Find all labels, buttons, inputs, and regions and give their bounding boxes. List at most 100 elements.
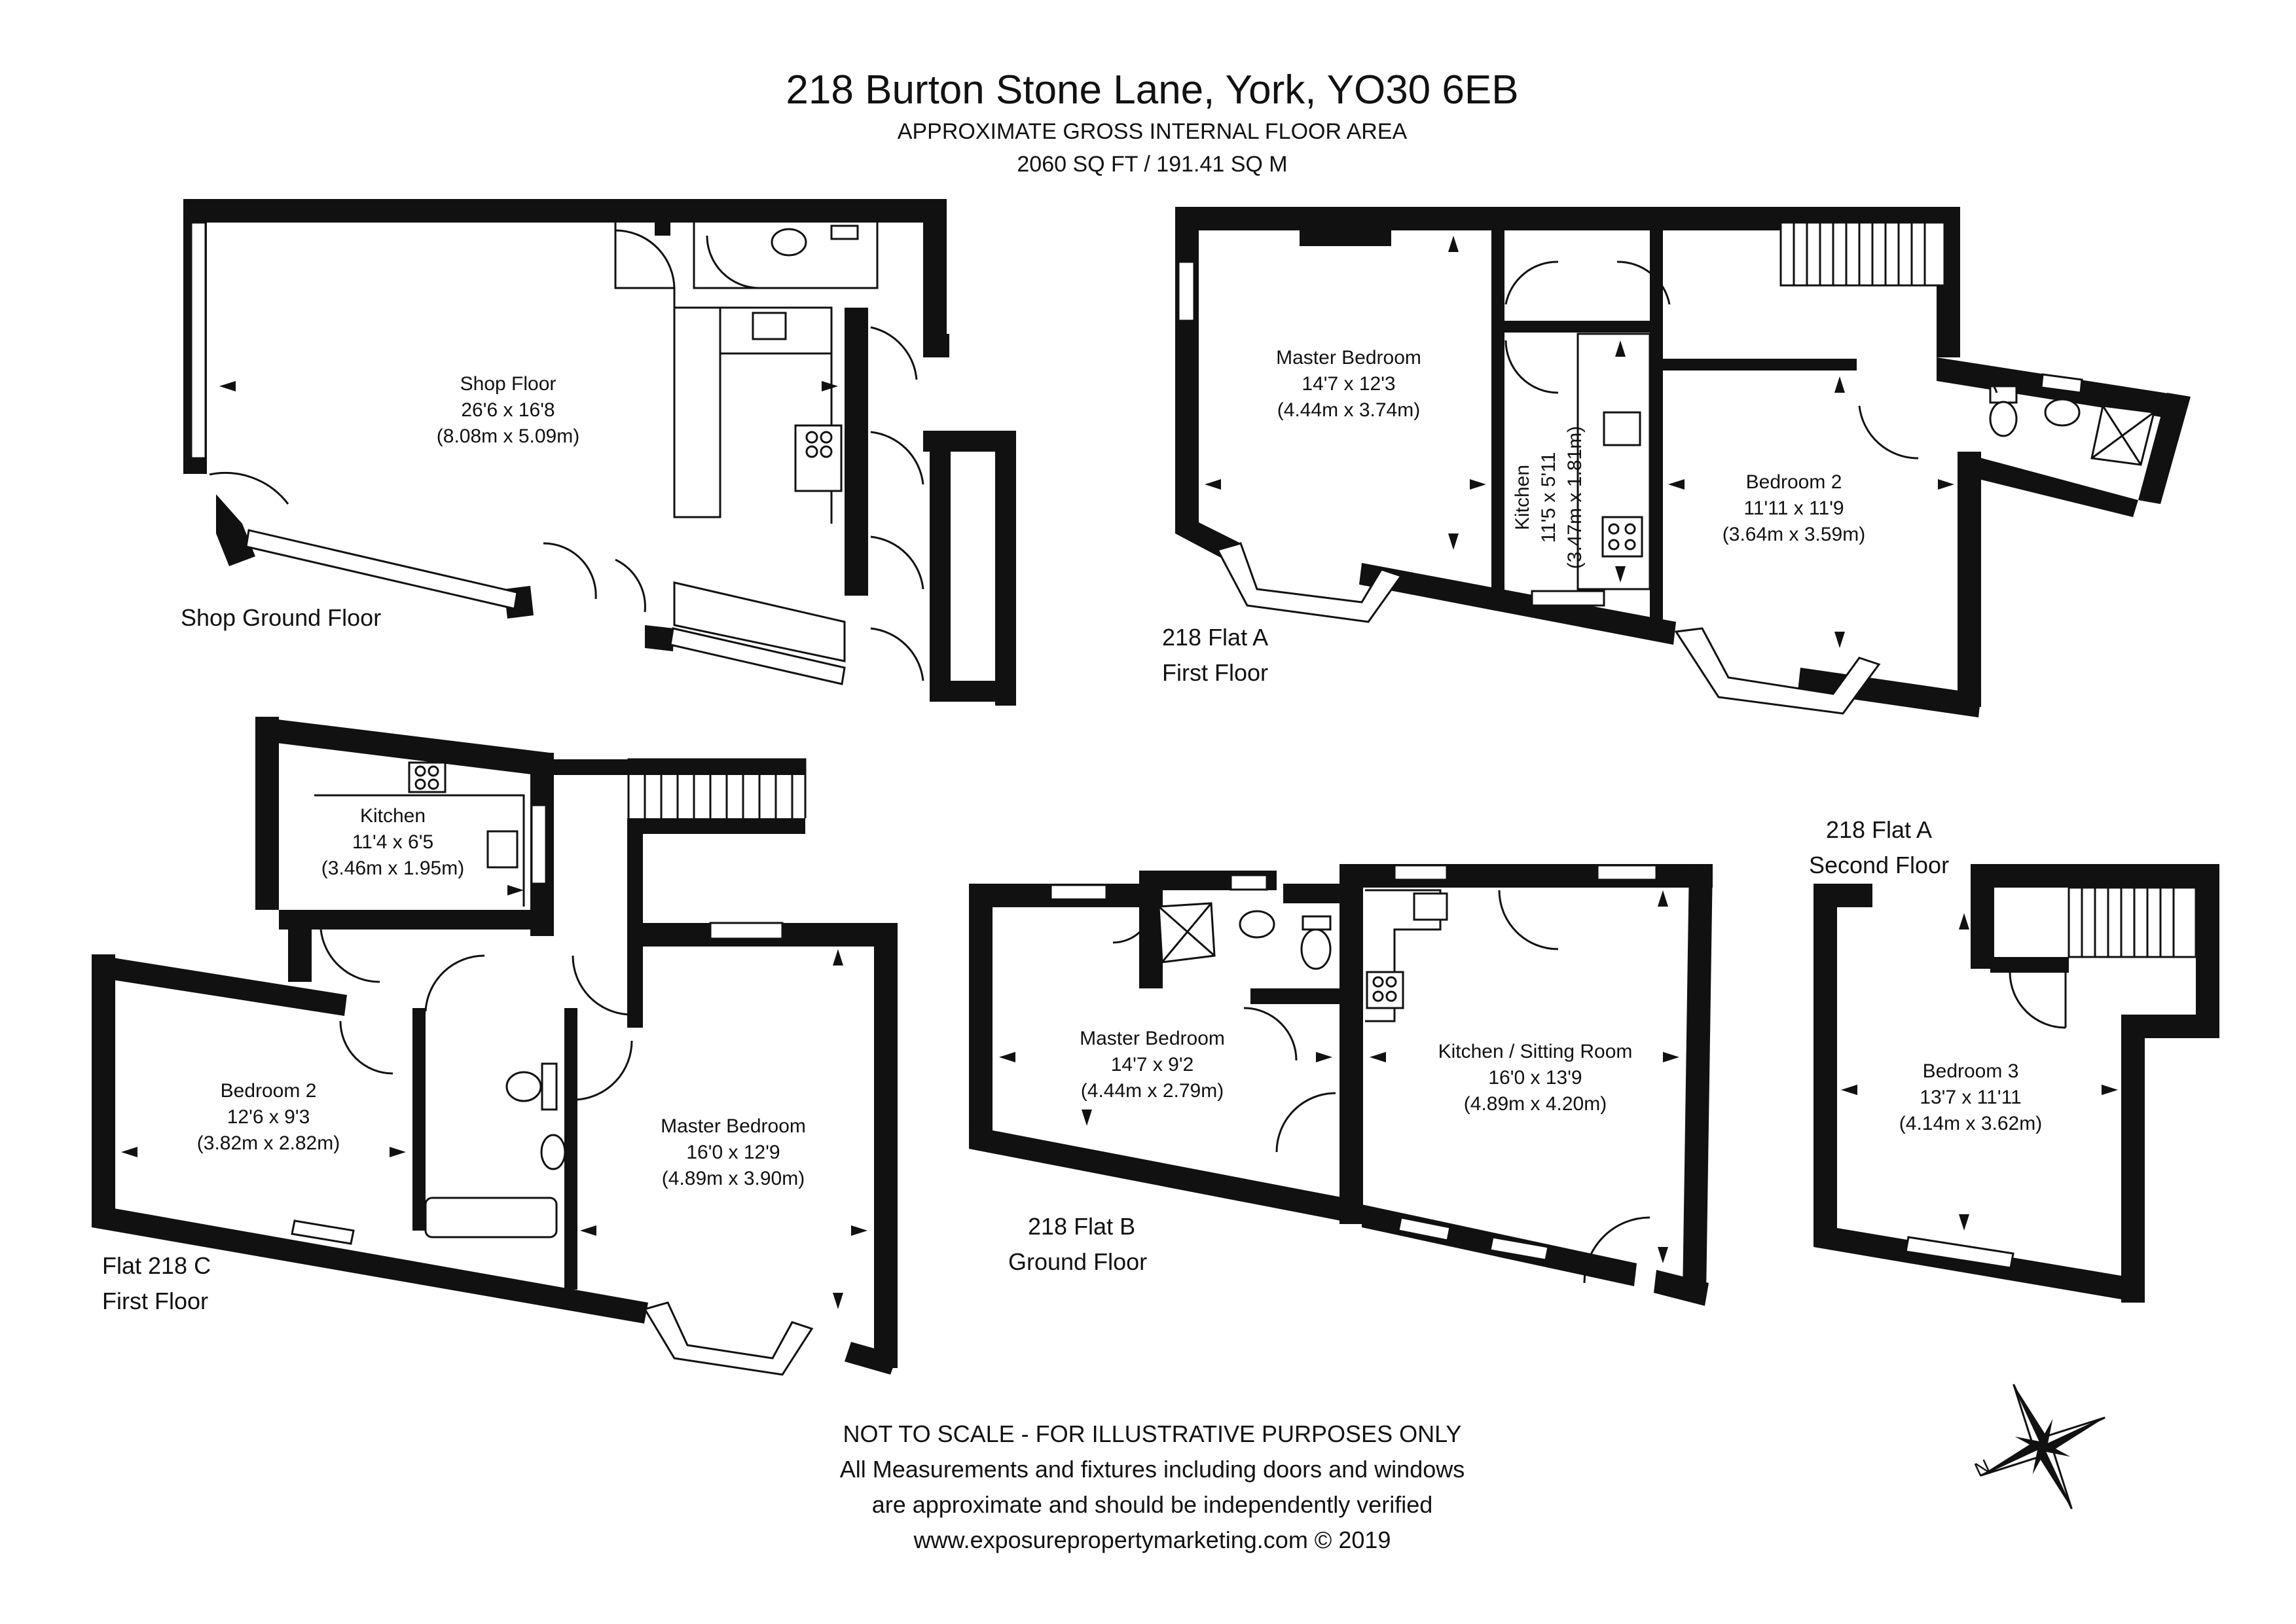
window <box>1596 864 1658 881</box>
door-icon <box>575 1040 633 1101</box>
disclaimer-line: are approximate and should be independen… <box>872 1491 1433 1518</box>
hob-icon <box>408 761 446 793</box>
room-dimensions-metric: (4.89m x 4.20m) <box>1464 1093 1607 1115</box>
window <box>1904 1236 2014 1269</box>
window <box>1177 261 1195 322</box>
door-icon <box>1275 1092 1336 1153</box>
door-icon <box>572 955 629 1016</box>
sink-icon <box>1413 892 1448 921</box>
floor-label: First Floor <box>1162 659 1268 686</box>
toilet-icon <box>1300 928 1332 970</box>
wc-basin-icon <box>771 228 807 257</box>
door-icon <box>870 326 918 380</box>
room-dimensions-metric: (3.46m x 1.95m) <box>321 857 464 879</box>
window <box>1393 864 1448 881</box>
plan-flat-c-first-floor: Kitchen 11'4 x 6'5 (3.46m x 1.95m) Bedro… <box>92 717 898 1376</box>
footer-disclaimer: NOT TO SCALE - FOR ILLUSTRATIVE PURPOSES… <box>840 1420 1465 1553</box>
floor-label: 218 Flat A <box>1162 624 1268 651</box>
room-dimensions-imperial: 12'6 x 9'3 <box>227 1106 310 1128</box>
door-icon <box>1858 405 1919 460</box>
room-dimensions-imperial: 13'7 x 11'11 <box>1920 1087 2021 1108</box>
shop-window <box>669 627 846 685</box>
shop-side-window <box>190 221 207 460</box>
door-icon <box>615 558 646 613</box>
window <box>1049 884 1108 901</box>
walls <box>1813 864 2219 1303</box>
room-dimensions-imperial: 11'11 x 11'9 <box>1743 497 1844 519</box>
room-name: Bedroom 2 <box>1746 471 1842 493</box>
door-icon <box>1616 261 1671 305</box>
room-dimensions-metric: (3.47m x 1.81m) <box>1564 426 1586 569</box>
window <box>530 804 547 885</box>
window <box>2040 373 2083 394</box>
door-icon <box>706 235 760 289</box>
plan-flat-a-second-floor: Bedroom 3 13'7 x 11'11 (4.14m x 3.62m) 2… <box>1809 816 2219 1303</box>
hob-icon <box>1601 516 1643 558</box>
floor-label: 218 Flat A <box>1826 816 1932 843</box>
door-icon <box>870 431 924 485</box>
compass-north-label: N <box>1971 1456 1994 1481</box>
website-copyright: www.exposurepropertymarketing.com © 2019 <box>913 1526 1391 1553</box>
window <box>291 1219 355 1245</box>
header: 218 Burton Stone Lane, York, YO30 6EB AP… <box>786 67 1518 177</box>
total-area: 2060 SQ FT / 191.41 SQ M <box>1017 152 1287 177</box>
window <box>1397 1216 1451 1242</box>
room-name: Kitchen <box>360 805 426 827</box>
room-dimensions-metric: (3.64m x 3.59m) <box>1722 524 1865 545</box>
door-icon <box>870 627 924 681</box>
door-icon <box>424 954 485 1012</box>
page-subtitle: APPROXIMATE GROSS INTERNAL FLOOR AREA <box>898 119 1408 144</box>
basin-icon <box>1239 910 1275 939</box>
room-name: Kitchen <box>1512 465 1533 530</box>
floor-label: Ground Floor <box>1008 1248 1147 1275</box>
door-icon <box>339 1020 393 1075</box>
room-dimensions-metric: (3.82m x 2.82m) <box>197 1132 340 1154</box>
compass-rose-icon <box>1980 1384 2105 1509</box>
door-icon <box>1504 340 1559 394</box>
walls <box>92 717 898 1375</box>
room-name: Bedroom 2 <box>221 1080 317 1102</box>
hob-icon <box>794 424 843 492</box>
door-icon <box>615 229 676 290</box>
basin-icon <box>2044 398 2081 427</box>
floor-label: First Floor <box>102 1288 208 1314</box>
basin-icon <box>540 1134 566 1170</box>
door-icon <box>1498 890 1559 950</box>
door-icon <box>1243 1007 1298 1061</box>
sink-icon <box>752 312 787 340</box>
sink-icon <box>1603 411 1641 446</box>
door-icon <box>1112 903 1154 944</box>
door-icon <box>2009 972 2066 1029</box>
disclaimer-line: All Measurements and fixtures including … <box>840 1456 1465 1483</box>
door-icon <box>209 472 289 505</box>
room-dimensions-imperial: 26'6 x 16'8 <box>461 399 555 421</box>
room-dimensions-metric: (4.14m x 3.62m) <box>1899 1113 2042 1134</box>
door-icon <box>870 535 924 590</box>
staircase-icon <box>2068 886 2197 958</box>
hob-icon <box>1366 971 1404 1009</box>
toilet-icon <box>830 225 859 240</box>
room-name: Kitchen / Sitting Room <box>1438 1041 1633 1062</box>
room-dimensions-imperial: 16'0 x 13'9 <box>1488 1067 1582 1089</box>
room-dimensions-imperial: 14'7 x 9'2 <box>1111 1054 1194 1075</box>
toilet-icon <box>1302 915 1332 931</box>
room-name: Bedroom 3 <box>1923 1060 2019 1082</box>
room-dimensions-metric: (4.44m x 3.74m) <box>1277 399 1420 421</box>
staircase-icon <box>1779 221 1946 287</box>
toilet-icon <box>541 1062 558 1111</box>
bay-window <box>643 1301 814 1376</box>
room-dimensions-imperial: 16'0 x 12'9 <box>686 1142 780 1163</box>
room-dimensions-metric: (8.08m x 5.09m) <box>437 425 579 447</box>
plan-flat-b-ground-floor: Master Bedroom 14'7 x 9'2 (4.44m x 2.79m… <box>969 864 1713 1306</box>
window <box>1489 1236 1550 1261</box>
room-dimensions-imperial: 11'4 x 6'5 <box>352 831 433 853</box>
room-dimensions-imperial: 14'7 x 12'3 <box>1302 373 1395 395</box>
sink-icon <box>486 830 519 869</box>
disclaimer-line: NOT TO SCALE - FOR ILLUSTRATIVE PURPOSES… <box>843 1420 1462 1447</box>
window <box>1531 590 1605 607</box>
toilet-icon <box>505 1071 542 1102</box>
room-dimensions-metric: (4.89m x 3.90m) <box>662 1168 805 1189</box>
door-icon <box>1504 261 1559 305</box>
door-icon <box>1957 365 1998 393</box>
